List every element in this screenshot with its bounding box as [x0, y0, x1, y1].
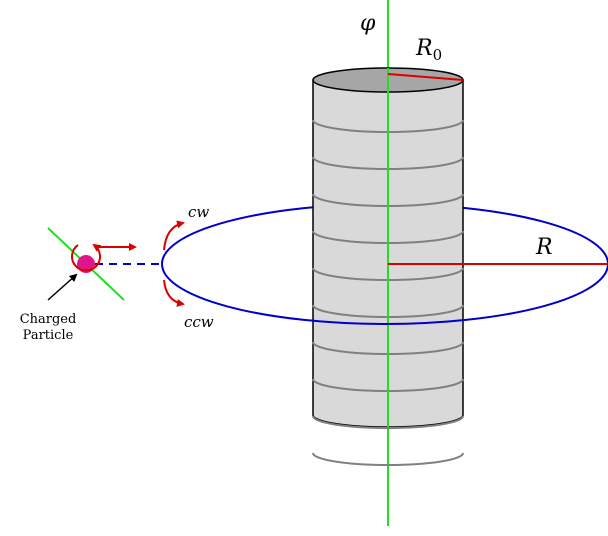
particle-spin-arrow — [71, 243, 102, 272]
label-phi: φ — [360, 11, 376, 36]
particle-dot — [77, 255, 95, 273]
particle-pointer-arrow — [47, 273, 78, 301]
solenoid-winding — [312, 452, 464, 466]
solenoid-cylinder — [312, 67, 464, 466]
radius-r0 — [387, 73, 464, 81]
label-r: R — [535, 235, 553, 260]
cw-arrow — [163, 220, 185, 251]
charged-particle — [47, 227, 137, 301]
label-ccw: ccw — [184, 313, 214, 331]
solenoid-winding — [312, 415, 464, 429]
ccw-arrow — [163, 279, 185, 307]
label-particle-line2: Particle — [23, 328, 74, 343]
label-r0: R0 — [415, 36, 442, 64]
label-particle-line1: Charged — [20, 312, 77, 327]
loop-front-arc — [161, 263, 608, 325]
label-cw: cw — [188, 203, 209, 221]
